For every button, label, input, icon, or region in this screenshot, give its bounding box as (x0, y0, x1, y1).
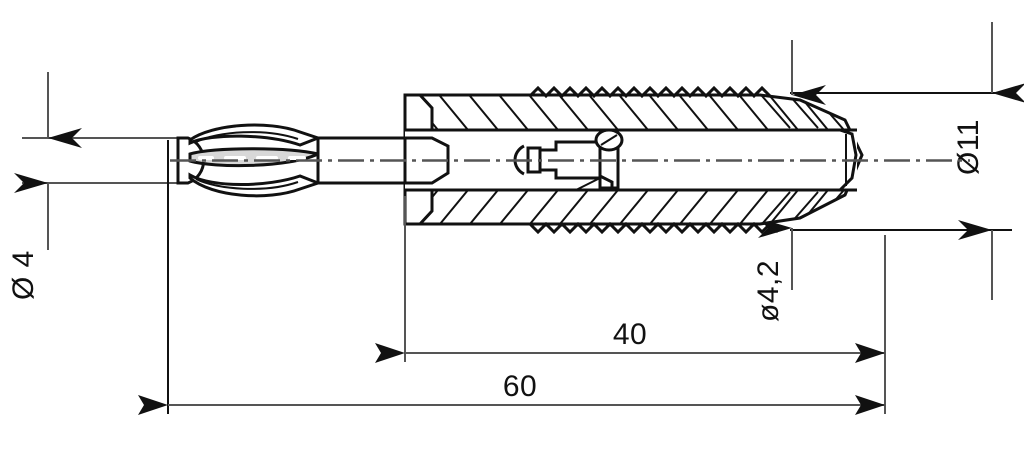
rear-cap-hatching (761, 95, 845, 224)
dia-11-label: Ø11 (952, 119, 985, 175)
clamp-tongue (526, 146, 542, 174)
spring-blade-lower (188, 172, 323, 198)
thread-crests-top (528, 85, 772, 99)
spring-blade-upper-inner-line (195, 131, 299, 143)
screw-slot (600, 134, 618, 146)
front-collar-lower (403, 188, 434, 226)
clamp-base-hatch (575, 177, 601, 191)
thread-crests-bottom (528, 221, 780, 235)
spring-blade-upper (188, 123, 323, 147)
len-60-label: 60 (503, 370, 537, 403)
spring-blade-lower-inner-line (195, 178, 299, 190)
len-40-label: 40 (613, 318, 647, 351)
dia-4-2-label: ø4,2 (752, 260, 785, 322)
dimension-len-60: 60 (138, 140, 885, 415)
dia-4-label: Ø 4 (7, 250, 40, 300)
front-collar-upper (403, 93, 434, 132)
plug-assembly (170, 85, 970, 235)
dimension-dia-11: Ø11 (790, 22, 1024, 300)
dimension-dia-4: Ø 4 (7, 72, 178, 300)
terminal-screw-assembly (513, 128, 624, 192)
dimension-len-40: 40 (375, 196, 886, 414)
dimension-dia-4-2: ø4,2 (752, 40, 826, 322)
clamp-base (524, 174, 614, 192)
